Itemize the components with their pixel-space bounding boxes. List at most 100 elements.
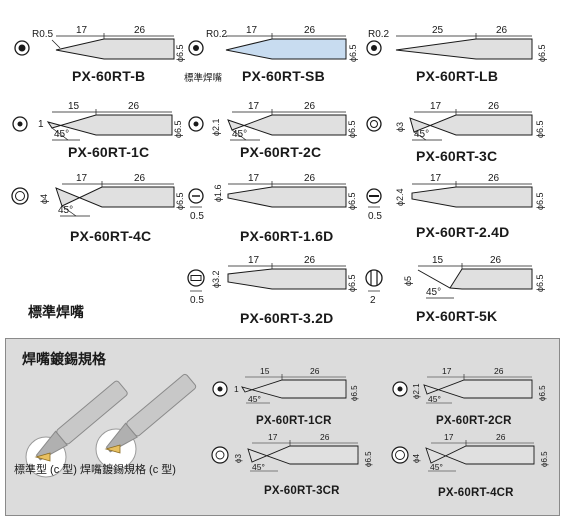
tip-24d-dia: ϕ6.5 bbox=[535, 192, 545, 210]
tip-5k-face: ϕ5 bbox=[403, 275, 413, 286]
tip-2cr-dia: ϕ6.5 bbox=[538, 385, 547, 401]
tip-2cr-angle: 45° bbox=[428, 394, 441, 404]
tip-4cr-len1: 17 bbox=[444, 432, 454, 442]
tip-1c-len2: 26 bbox=[128, 101, 140, 112]
tip-sb-note: 標準焊嘴 bbox=[184, 73, 223, 84]
tip-24d-label: PX-60RT-2.4D bbox=[416, 224, 510, 240]
tip-lb-drawing bbox=[366, 33, 533, 60]
tip-3cr-dia: ϕ6.5 bbox=[364, 451, 373, 467]
tip-4cr-face: ϕ4 bbox=[412, 454, 421, 463]
tip-3cr-label: PX-60RT-3CR bbox=[264, 485, 340, 497]
tip-1c-len1: 15 bbox=[68, 101, 80, 112]
tip-lb-radius: R0.2 bbox=[368, 29, 390, 40]
tip-24d-len2: 26 bbox=[488, 173, 500, 184]
tinned-tips-panel: 焊嘴鍍錫規格 標準型 (c 型) 焊嘴鍍錫規格 (c 型) 15 26 1 45… bbox=[5, 338, 560, 516]
tip-32d-thick: 0.5 bbox=[190, 295, 204, 306]
tip-lb-dia: ϕ6.5 bbox=[537, 44, 547, 62]
tip-4c-face: ϕ4 bbox=[39, 193, 49, 204]
tip-sb-dia: ϕ6.5 bbox=[348, 44, 358, 62]
tip-3c: 17 26 ϕ3 45° ϕ6.5 PX-60RT-3C bbox=[366, 102, 561, 166]
tip-2cr-len1: 17 bbox=[442, 366, 452, 376]
tip-32d-len2: 26 bbox=[304, 255, 316, 266]
tip-1cr-label: PX-60RT-1CR bbox=[256, 415, 332, 427]
tip-16d-face: ϕ1.6 bbox=[213, 184, 223, 202]
tip-5k-label: PX-60RT-5K bbox=[416, 308, 498, 324]
tip-3cr: 17 26 ϕ3 45° ϕ6.5 PX-60RT-3CR bbox=[211, 433, 382, 501]
tip-5k-dia: ϕ6.5 bbox=[535, 274, 545, 292]
tip-4c-angle: 45° bbox=[58, 205, 74, 216]
tip-16d: 17 26 ϕ1.6 0.5 ϕ6.5 PX-60RT-1.6D bbox=[188, 173, 373, 246]
tip-1cr-dia: ϕ6.5 bbox=[350, 385, 359, 401]
tip-3cr-len1: 17 bbox=[268, 432, 278, 442]
tip-1cr-angle: 45° bbox=[248, 394, 261, 404]
tip-2cr-face: ϕ2.1 bbox=[412, 383, 421, 399]
tip-2cr-len2: 26 bbox=[494, 366, 504, 376]
tip-3c-len1: 17 bbox=[430, 101, 442, 112]
tips-illustration bbox=[25, 373, 197, 478]
tip-1cr-len1: 15 bbox=[260, 366, 270, 376]
tip-1c-angle: 45° bbox=[54, 129, 70, 140]
tip-b-dia: ϕ6.5 bbox=[175, 44, 185, 62]
tip-lb-len2: 26 bbox=[496, 25, 508, 36]
tip-3c-face: ϕ3 bbox=[395, 121, 405, 132]
tip-4c-len1: 17 bbox=[76, 173, 88, 184]
tip-16d-drawing bbox=[188, 181, 347, 208]
tip-32d-drawing bbox=[187, 263, 347, 292]
tip-b-drawing bbox=[14, 33, 175, 60]
tip-b-len1: 17 bbox=[76, 25, 88, 36]
tip-2c-face: ϕ2.1 bbox=[211, 118, 221, 136]
tip-16d-dia: ϕ6.5 bbox=[347, 192, 357, 210]
tip-2cr-drawing bbox=[392, 374, 533, 404]
tip-16d-len2: 26 bbox=[304, 173, 316, 184]
tip-16d-len1: 17 bbox=[248, 173, 260, 184]
tip-1cr-face: 1 bbox=[234, 384, 239, 394]
panel-title: 焊嘴鍍錫規格 bbox=[22, 351, 106, 367]
tip-16d-thick: 0.5 bbox=[190, 211, 204, 222]
tip-3c-label: PX-60RT-3C bbox=[416, 148, 498, 164]
tip-1c-drawing bbox=[12, 109, 173, 141]
tip-32d-len1: 17 bbox=[248, 255, 260, 266]
tip-2c-label: PX-60RT-2C bbox=[240, 144, 322, 160]
tip-24d-len1: 17 bbox=[430, 173, 442, 184]
tip-4cr-len2: 26 bbox=[496, 432, 506, 442]
tip-3c-len2: 26 bbox=[488, 101, 500, 112]
tip-b-len2: 26 bbox=[134, 25, 146, 36]
tip-1cr-len2: 26 bbox=[310, 366, 320, 376]
tip-2c-dia: ϕ6.5 bbox=[347, 120, 357, 138]
tip-2cr-label: PX-60RT-2CR bbox=[436, 415, 512, 427]
tip-32d: 17 26 ϕ3.2 0.5 ϕ6.5 PX-60RT-3.2D bbox=[187, 255, 373, 328]
tip-1c: 15 26 1 45° ϕ6.5 PX-60RT-1C bbox=[12, 102, 192, 166]
tip-4c-drawing bbox=[11, 181, 175, 217]
tip-b: R0.5 17 26 ϕ6.5 PX-60RT-B bbox=[12, 26, 192, 90]
tip-1cr-drawing bbox=[212, 374, 347, 404]
tip-4c-label: PX-60RT-4C bbox=[70, 228, 152, 244]
tip-sb: R0.2 17 26 ϕ6.5 標準焊嘴 PX-60RT-SB bbox=[184, 26, 378, 90]
tip-2c-len1: 17 bbox=[248, 101, 260, 112]
tip-24d-thick: 0.5 bbox=[368, 211, 382, 222]
standard-tips-title: 標準焊嘴 bbox=[28, 304, 84, 320]
tip-b-label: PX-60RT-B bbox=[72, 68, 146, 84]
tip-3c-angle: 45° bbox=[414, 129, 430, 140]
tip-2c-angle: 45° bbox=[232, 129, 248, 140]
tip-5k: 15 26 ϕ5 45° 2 ϕ6.5 PX-60RT-5K bbox=[365, 255, 561, 328]
tip-5k-len2: 26 bbox=[490, 255, 502, 266]
tip-1cr: 15 26 1 45° ϕ6.5 PX-60RT-1CR bbox=[212, 367, 372, 431]
tip-5k-drawing bbox=[365, 263, 533, 299]
tip-32d-face: ϕ3.2 bbox=[211, 270, 221, 288]
tip-3c-drawing bbox=[366, 109, 533, 141]
tip-3cr-face: ϕ3 bbox=[234, 454, 243, 463]
tip-4c-len2: 26 bbox=[134, 173, 146, 184]
tip-1c-face: 1 bbox=[38, 119, 44, 130]
tip-lb: R0.2 25 26 ϕ6.5 PX-60RT-LB bbox=[366, 26, 561, 90]
panel-caption: 標準型 (c 型) 焊嘴鍍錫規格 (c 型) bbox=[14, 464, 176, 476]
tip-5k-thick: 2 bbox=[370, 295, 376, 306]
tip-sb-len1: 17 bbox=[246, 25, 258, 36]
tip-lb-len1: 25 bbox=[432, 25, 444, 36]
tip-3cr-len2: 26 bbox=[320, 432, 330, 442]
tip-4cr-drawing bbox=[391, 440, 535, 472]
tip-2c-len2: 26 bbox=[304, 101, 316, 112]
tip-4c-dia: ϕ6.5 bbox=[175, 192, 185, 210]
tip-2c: 17 26 ϕ2.1 45° ϕ6.5 PX-60RT-2C bbox=[188, 102, 373, 166]
tip-lb-label: PX-60RT-LB bbox=[416, 68, 499, 84]
tip-1c-dia: ϕ6.5 bbox=[173, 120, 183, 138]
